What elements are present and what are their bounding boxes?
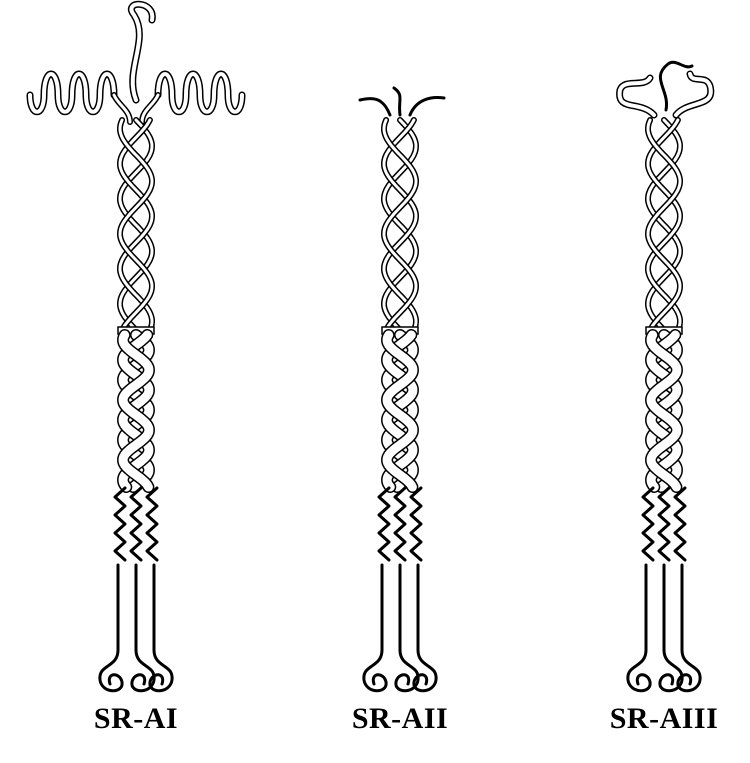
medium-loop-right-core: [676, 74, 711, 115]
cytoplasmic-tails: [100, 650, 172, 691]
cytoplasmic-tails: [628, 650, 700, 691]
neck-right: [675, 488, 685, 560]
neck-right: [411, 488, 421, 560]
tail-left: [100, 650, 122, 691]
upper-helix: [384, 120, 416, 332]
receptor-1: [30, 4, 242, 690]
neck-left: [379, 488, 389, 560]
wavy-neck: [115, 488, 157, 560]
receptor-label: SR-AI: [56, 702, 216, 736]
receptor-2: [360, 88, 444, 691]
neck-left: [115, 488, 125, 560]
transmembrane-segment: [118, 565, 154, 650]
upper-helix: [648, 120, 680, 332]
neck-left: [643, 488, 653, 560]
transmembrane-segment: [646, 565, 682, 650]
top-domain: [360, 88, 444, 115]
short-tail-left: [360, 99, 390, 115]
cytoplasmic-tails: [364, 650, 436, 691]
receptor-label: SR-AIII: [584, 702, 744, 736]
short-tail-right: [410, 98, 444, 115]
upper-helix: [120, 120, 152, 332]
neck-center: [659, 488, 669, 560]
collagenous-domain: [651, 335, 677, 487]
collagenous-domain: [123, 335, 149, 487]
neck-center: [395, 488, 405, 560]
wavy-neck: [379, 488, 421, 560]
top-domain: [620, 62, 711, 115]
tail-left: [628, 650, 650, 691]
receptor-3: [620, 62, 711, 690]
top-domain: [30, 4, 242, 122]
neck-right: [147, 488, 157, 560]
transmembrane-segment: [382, 565, 418, 650]
tail-left: [364, 650, 386, 691]
neck-center: [131, 488, 141, 560]
short-tail-center: [394, 88, 400, 115]
medium-loop-center: [660, 62, 692, 110]
collagenous-domain: [387, 335, 413, 487]
receptor-label: SR-AII: [320, 702, 480, 736]
wavy-neck: [643, 488, 685, 560]
